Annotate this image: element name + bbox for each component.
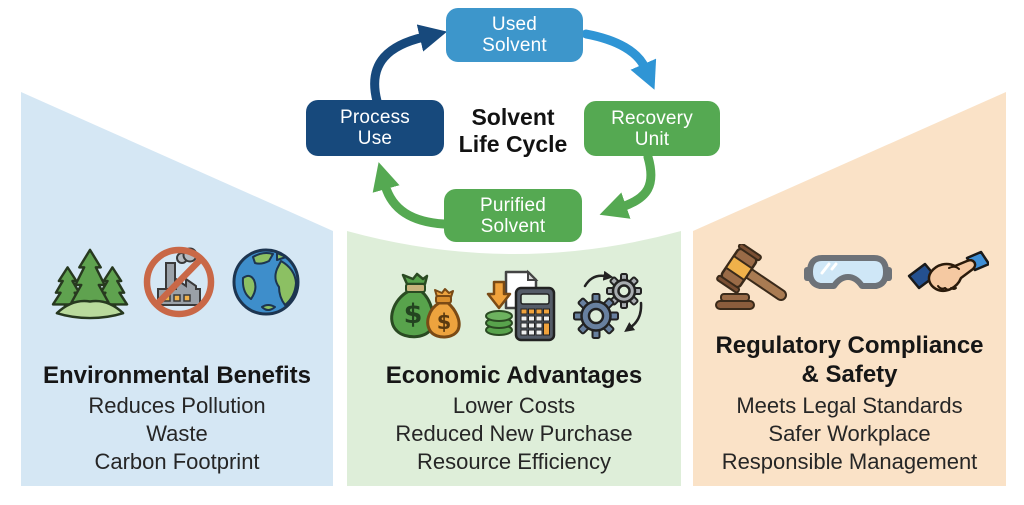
- regulatory-item: Meets Legal Standards: [736, 393, 963, 418]
- economic-items: Lower Costs Reduced New Purchase Resourc…: [347, 392, 681, 476]
- diagram-title: Solvent Life Cycle: [428, 104, 598, 158]
- safety-goggles-icon: [803, 255, 892, 289]
- panel-regulatory-compliance-safety: Regulatory Compliance & Safety Meets Leg…: [693, 0, 1006, 505]
- panel-environmental-benefits: Environmental Benefits Reduces Pollution…: [21, 0, 333, 505]
- cycle-node-recovery-unit: Recovery Unit: [584, 101, 720, 156]
- purified-solvent-label-line1: Purified: [479, 194, 547, 216]
- regulatory-title: Regulatory Compliance & Safety: [693, 331, 1006, 389]
- regulatory-title-line2: & Safety: [801, 361, 898, 388]
- environmental-item: Reduces Pollution: [88, 393, 266, 418]
- svg-text:$: $: [437, 310, 452, 334]
- panel-economic-advantages: $ $: [347, 0, 681, 505]
- economic-item: Reduced New Purchase: [395, 421, 633, 446]
- used-solvent-label-line1: Used: [491, 14, 538, 35]
- arrow-recovery-to-purified: [599, 152, 656, 219]
- cycle-node-purified-solvent: Purified Solvent: [444, 189, 582, 242]
- environmental-item: Waste: [146, 421, 208, 446]
- no-pollution-icon: [143, 246, 215, 318]
- diagram-title-line2: Life Cycle: [458, 131, 568, 157]
- recovery-unit-label-line2: Unit: [634, 128, 670, 150]
- environmental-icon-row: [21, 244, 333, 320]
- money-bags-icon: $ $: [390, 272, 461, 339]
- recovery-unit-label-line1: Recovery: [611, 107, 693, 129]
- gears-cycle-icon: [573, 270, 643, 339]
- process-use-label-line1: Process: [339, 107, 411, 128]
- svg-text:$: $: [404, 299, 423, 330]
- trees-icon: [51, 248, 129, 320]
- arrow-used-to-recovery: [581, 29, 657, 90]
- environmental-items: Reduces Pollution Waste Carbon Footprint: [21, 392, 333, 476]
- economic-title: Economic Advantages: [385, 362, 643, 389]
- cost-calculator-icon: [485, 269, 556, 342]
- used-solvent-label-line2: Solvent: [482, 35, 547, 56]
- arrow-process-to-used: [370, 24, 448, 106]
- process-use-label-line2: Use: [357, 128, 393, 149]
- regulatory-item: Responsible Management: [721, 449, 978, 474]
- economic-item: Resource Efficiency: [416, 449, 611, 474]
- environmental-item: Carbon Footprint: [94, 449, 260, 474]
- handshake-icon: [907, 250, 989, 293]
- environmental-title: Environmental Benefits: [42, 362, 312, 389]
- regulatory-panel-shape: [693, 92, 1006, 486]
- diagram-title-line1: Solvent: [471, 104, 555, 130]
- earth-globe-icon: [232, 248, 300, 316]
- arrow-purified-to-process: [372, 162, 449, 229]
- purified-solvent-label-line2: Solvent: [480, 215, 546, 237]
- regulatory-items: Meets Legal Standards Safer Workplace Re…: [693, 392, 1006, 476]
- regulatory-title-line1: Regulatory Compliance: [715, 332, 984, 359]
- regulatory-item: Safer Workplace: [768, 421, 931, 446]
- gavel-icon: [714, 244, 787, 310]
- cycle-node-used-solvent: Used Solvent: [446, 8, 583, 62]
- economic-item: Lower Costs: [452, 393, 576, 418]
- economic-icon-row: $ $: [347, 268, 681, 342]
- cycle-node-process-use: Process Use: [306, 100, 444, 156]
- regulatory-icon-row: [693, 244, 1006, 312]
